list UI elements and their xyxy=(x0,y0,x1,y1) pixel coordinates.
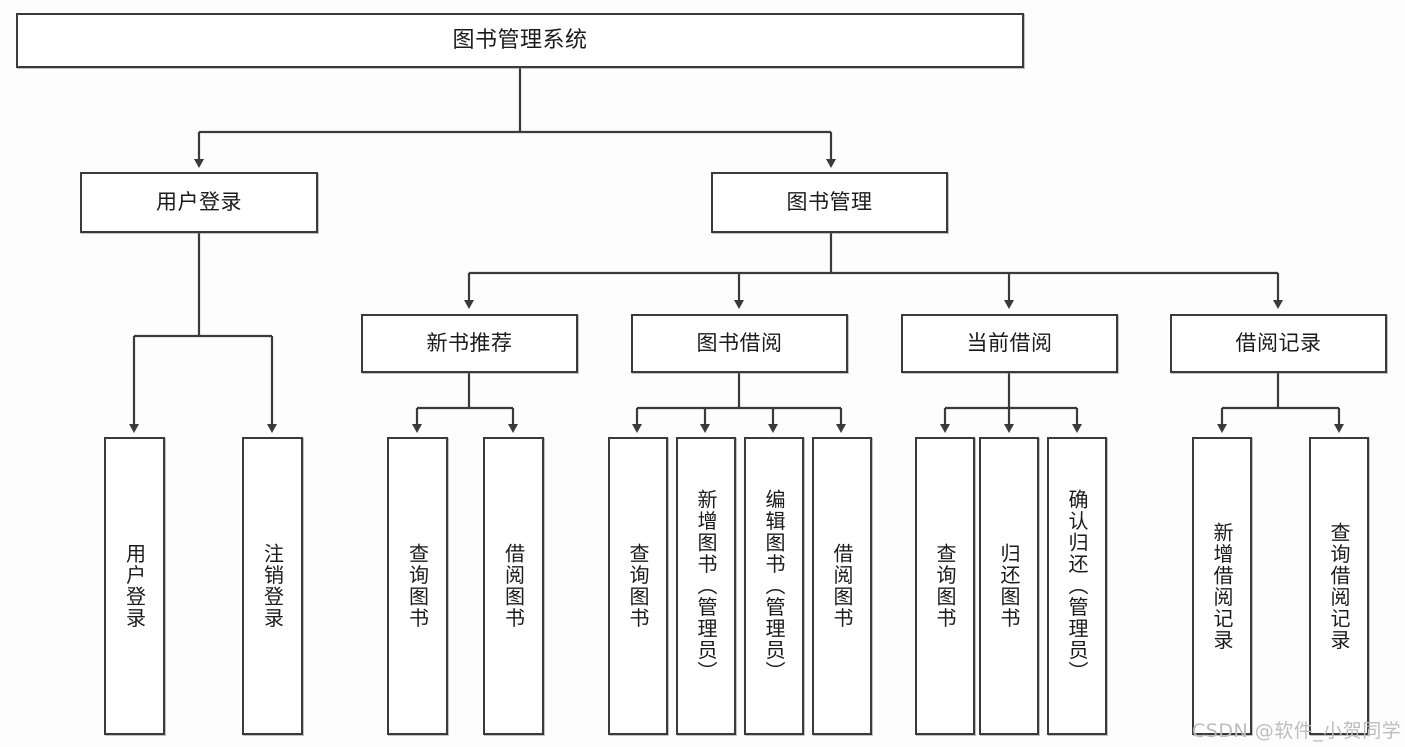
node-leaf-recommend-borrow-book[interactable]: 借阅图书 xyxy=(483,437,544,735)
node-leaf-user-login-signout[interactable]: 注销登录 xyxy=(242,437,303,735)
node-leaf-current-confirm-return-admin[interactable]: 确认归还（管理员） xyxy=(1047,437,1107,735)
node-leaf-record-add-record[interactable]: 新增借阅记录 xyxy=(1192,437,1252,735)
node-label: 注销登录 xyxy=(260,543,285,629)
node-user-login[interactable]: 用户登录 xyxy=(80,172,318,233)
node-label: 查询图书 xyxy=(933,543,957,629)
node-label: 归还图书 xyxy=(997,543,1021,629)
node-label: 新书推荐 xyxy=(426,331,513,356)
node-label: 借阅图书 xyxy=(501,543,526,629)
node-label: 借阅记录 xyxy=(1235,331,1322,356)
node-leaf-borrow-borrow-book[interactable]: 借阅图书 xyxy=(812,437,872,735)
node-leaf-current-query-book[interactable]: 查询图书 xyxy=(915,437,975,735)
watermark-csdn: CSDN @软件_小贺同学 xyxy=(1192,720,1402,742)
node-label: 新增图书（管理员） xyxy=(694,489,718,683)
node-leaf-borrow-query-book[interactable]: 查询图书 xyxy=(608,437,668,735)
node-label: 当前借阅 xyxy=(966,331,1053,356)
node-label: 确认归还（管理员） xyxy=(1065,489,1089,683)
node-label: 查询图书 xyxy=(405,543,430,629)
node-label: 借阅图书 xyxy=(830,543,854,629)
node-label: 用户登录 xyxy=(156,190,242,215)
node-label: 新增借阅记录 xyxy=(1210,521,1234,651)
node-label: 编辑图书（管理员） xyxy=(762,489,786,683)
node-leaf-recommend-query-book[interactable]: 查询图书 xyxy=(387,437,448,735)
node-new-book-recommend[interactable]: 新书推荐 xyxy=(361,314,578,373)
node-borrow-record[interactable]: 借阅记录 xyxy=(1170,314,1387,373)
node-leaf-current-return-book[interactable]: 归还图书 xyxy=(979,437,1039,735)
node-label: 查询图书 xyxy=(626,543,650,629)
node-leaf-borrow-edit-book-admin[interactable]: 编辑图书（管理员） xyxy=(744,437,804,735)
node-current-borrow[interactable]: 当前借阅 xyxy=(901,314,1118,373)
node-leaf-record-query-record[interactable]: 查询借阅记录 xyxy=(1309,437,1369,735)
node-label: 图书管理系统 xyxy=(452,27,588,53)
node-leaf-user-login-signin[interactable]: 用户登录 xyxy=(104,437,165,735)
node-label: 用户登录 xyxy=(122,543,147,629)
node-leaf-borrow-add-book-admin[interactable]: 新增图书（管理员） xyxy=(676,437,736,735)
node-root-book-management-system[interactable]: 图书管理系统 xyxy=(16,13,1024,68)
node-label: 查询借阅记录 xyxy=(1327,521,1351,651)
node-book-borrow[interactable]: 图书借阅 xyxy=(631,314,848,373)
node-label: 图书管理 xyxy=(786,190,873,215)
node-book-management[interactable]: 图书管理 xyxy=(711,172,948,233)
node-label: 图书借阅 xyxy=(696,331,783,356)
